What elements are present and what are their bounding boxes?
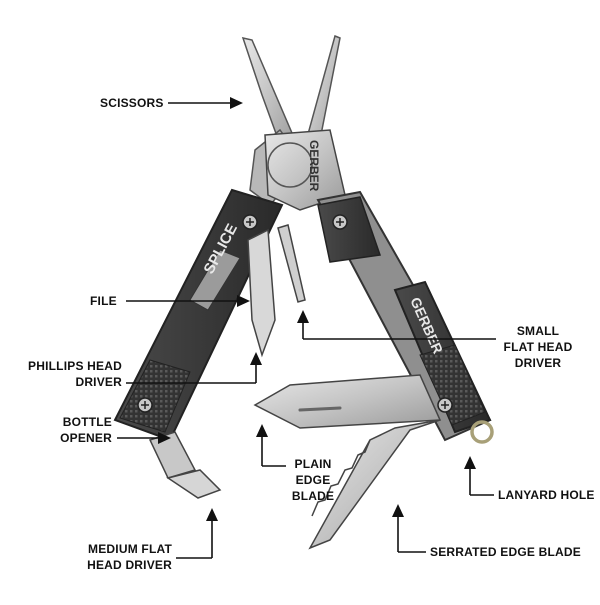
serrated-edge-blade — [308, 419, 441, 550]
bottle-label-line-1: BOTTLE — [62, 415, 112, 429]
bottle-label-line-2: OPENER — [60, 431, 112, 445]
serrated-edge-blade-label: SERRATED EDGE BLADE — [430, 545, 581, 559]
right-handle: GERBER — [316, 190, 492, 442]
lanyard-hole-label: LANYARD HOLE — [498, 488, 595, 502]
scissors-label: SCISSORS — [100, 96, 164, 110]
small-flat-label-line-3: DRIVER — [514, 356, 562, 370]
phillips-head-driver-label: PHILLIPS HEAD DRIVER — [2, 358, 122, 390]
plain-edge-label-line-3: BLADE — [291, 489, 335, 503]
medium-flat-head-driver-label: MEDIUM FLAT HEAD DRIVER — [60, 541, 172, 573]
small-flat-head-driver — [277, 224, 306, 303]
file-label: FILE — [90, 294, 117, 308]
phillips-label-line-2: DRIVER — [75, 375, 122, 389]
medium-flat-label-line-1: MEDIUM FLAT — [88, 542, 172, 556]
small-flat-label-line-2: FLAT HEAD — [503, 340, 573, 354]
plain-edge-label-line-2: EDGE — [295, 473, 331, 487]
plain-edge-label-line-1: PLAIN — [294, 457, 332, 471]
bottle-opener-tool — [148, 431, 222, 499]
plain-edge-blade — [253, 374, 442, 429]
phillips-label-line-1: PHILLIPS HEAD — [28, 359, 122, 373]
plain-edge-blade-label: PLAIN EDGE BLADE — [284, 456, 342, 504]
lanyard-ring — [470, 420, 494, 444]
small-flat-label-line-1: SMALL — [516, 324, 560, 338]
medium-flat-label-line-2: HEAD DRIVER — [87, 558, 172, 572]
pivot-brand-print: GERBER — [307, 140, 321, 192]
bottle-opener-label: BOTTLE OPENER — [2, 414, 112, 446]
file-tool — [247, 228, 276, 358]
callout-lines — [117, 97, 496, 559]
small-flat-head-driver-label: SMALL FLAT HEAD DRIVER — [494, 323, 582, 371]
